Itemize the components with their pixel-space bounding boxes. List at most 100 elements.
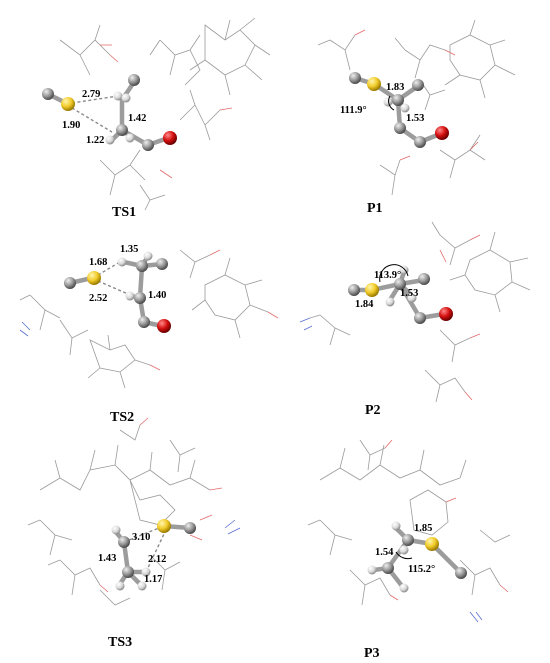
panel-ts1: 2.79 1.90 1.42 1.22 TS1 xyxy=(42,17,271,220)
p2-ball-and-stick xyxy=(348,265,453,324)
ts2-label-2: 1.68 xyxy=(89,257,107,268)
p1-carbon-atom xyxy=(392,94,404,106)
ts3-carbon-atom xyxy=(184,522,196,534)
p1-carbon-atom xyxy=(394,122,406,134)
panel-ts3: 3.10 1.43 2.12 1.17 TS3 xyxy=(27,417,241,650)
p2-carbon-atom xyxy=(348,284,360,296)
ts3-carbon-atom xyxy=(118,536,130,548)
p2-label-3: 1.84 xyxy=(355,299,374,310)
p1-angle-arc xyxy=(388,95,395,111)
ts1-hydrogen-atom xyxy=(125,133,135,143)
p1-ball-and-stick xyxy=(349,72,449,148)
ts3-ball-and-stick xyxy=(111,519,196,591)
ts2-label-3: 2.52 xyxy=(89,293,107,304)
p3-carbon-atom xyxy=(382,562,394,574)
p3-label-1: 1.85 xyxy=(414,523,432,534)
ts2-wireframe xyxy=(19,249,279,389)
p1-hydrogen-atom xyxy=(383,97,393,107)
ts1-hydrogen-atom xyxy=(121,93,131,103)
ts2-label-4: 1.40 xyxy=(148,290,166,301)
ts1-sulfur-atom xyxy=(61,97,75,111)
ts2-carbon-atom xyxy=(138,316,150,328)
ts1-carbon-atom xyxy=(116,124,128,136)
ts2-hydrogen-atom xyxy=(125,291,135,301)
p1-hydrogen-atom xyxy=(400,103,410,113)
p2-label-2: 1.53 xyxy=(400,288,418,299)
ts3-hydrogen-atom xyxy=(137,581,147,591)
ts1-oxygen-atom xyxy=(163,131,177,145)
p1-label-2: 111.9° xyxy=(340,105,367,116)
ts1-label-1: 2.79 xyxy=(82,89,100,100)
panel-ts2: 1.35 1.68 2.52 1.40 TS2 xyxy=(19,244,279,425)
ts2-hydrogen-atom xyxy=(143,251,153,261)
p3-sulfur-atom xyxy=(425,537,439,551)
p2-title: P2 xyxy=(365,403,381,418)
ts3-hydrogen-atom xyxy=(111,525,121,535)
ts3-label-2: 1.43 xyxy=(98,553,116,564)
p3-carbon-atom xyxy=(402,534,414,546)
ts2-carbon-atom xyxy=(136,260,148,272)
ts3-sulfur-atom xyxy=(157,519,171,533)
panel-p3: 1.85 1.54 115.2° P3 xyxy=(307,439,511,661)
p2-angle-arc xyxy=(379,264,409,283)
p3-carbon-atom xyxy=(455,567,467,579)
ts3-carbon-atom xyxy=(122,566,134,578)
p1-wireframe xyxy=(317,19,516,196)
ts1-ball-and-stick xyxy=(42,74,177,151)
ts1-hydrogen-atom xyxy=(113,91,123,101)
p3-ball-and-stick xyxy=(367,521,467,593)
ts1-title: TS1 xyxy=(112,205,136,220)
ts3-wireframe xyxy=(27,417,241,606)
ts2-oxygen-atom xyxy=(157,319,171,333)
p3-hydrogen-atom xyxy=(399,583,409,593)
p1-label-3: 1.53 xyxy=(406,113,424,124)
p3-label-2: 1.54 xyxy=(375,547,394,558)
ts2-sulfur-atom xyxy=(87,271,101,285)
p2-sulfur-atom xyxy=(365,283,379,297)
p2-hydrogen-atom xyxy=(407,293,417,303)
p1-label-1: 1.83 xyxy=(386,82,404,93)
panel-p2: 113.9° 1.53 1.84 P2 xyxy=(299,221,531,418)
p2-hydrogen-atom xyxy=(385,297,395,307)
ts3-hydrogen-atom xyxy=(141,567,151,577)
p2-carbon-atom xyxy=(418,273,430,285)
ts2-ball-and-stick xyxy=(64,251,171,333)
ts1-hydrogen-atom xyxy=(105,135,115,145)
ts2-label-1: 1.35 xyxy=(120,244,138,255)
p1-carbon-atom xyxy=(414,136,426,148)
ts3-hydrogen-atom xyxy=(115,581,125,591)
ts2-title: TS2 xyxy=(110,410,134,425)
ts1-carbon-atom xyxy=(42,88,54,100)
ts3-label-1: 3.10 xyxy=(132,532,150,543)
p3-angle-arc xyxy=(395,551,413,560)
p2-carbon-atom xyxy=(394,278,406,290)
p1-oxygen-atom xyxy=(435,126,449,140)
p2-label-1: 113.9° xyxy=(374,270,401,281)
ts3-label-4: 1.17 xyxy=(144,574,162,585)
p2-carbon-atom xyxy=(414,312,426,324)
p1-title: P1 xyxy=(367,201,383,216)
ts1-wireframe xyxy=(59,17,271,211)
ts3-label-3: 2.12 xyxy=(148,554,166,565)
p2-wireframe xyxy=(299,221,531,403)
ts1-label-3: 1.42 xyxy=(128,113,146,124)
panel-p1: 1.83 111.9° 1.53 P1 xyxy=(317,19,516,216)
ts1-carbon-atom xyxy=(142,139,154,151)
ts3-title: TS3 xyxy=(108,635,132,650)
p3-hydrogen-atom xyxy=(367,565,377,575)
ts2-carbon-atom xyxy=(156,258,168,270)
p1-carbon-atom xyxy=(412,79,424,91)
p3-hydrogen-atom xyxy=(391,521,401,531)
p3-label-3: 115.2° xyxy=(408,564,435,575)
ts2-carbon-atom xyxy=(64,277,76,289)
p3-wireframe xyxy=(307,439,511,623)
ts1-label-2: 1.90 xyxy=(62,120,80,131)
p1-sulfur-atom xyxy=(367,77,381,91)
ts2-carbon-atom xyxy=(134,292,146,304)
ts1-carbon-atom xyxy=(128,74,140,86)
ts1-label-4: 1.22 xyxy=(86,135,104,146)
p3-title: P3 xyxy=(364,646,380,661)
p2-oxygen-atom xyxy=(439,307,453,321)
ts2-hydrogen-atom xyxy=(117,257,127,267)
